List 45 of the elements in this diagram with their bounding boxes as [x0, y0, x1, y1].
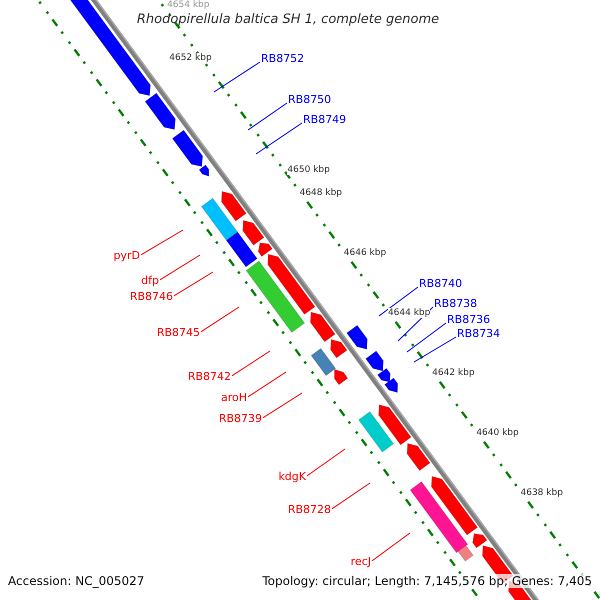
scale-label: 4648 kbp: [300, 188, 342, 198]
scale-label: 4644 kbp: [388, 308, 430, 318]
gene-label: RB8742: [188, 370, 231, 383]
gene-label: RB8740: [419, 277, 462, 290]
leader-line: [406, 322, 446, 352]
leader-line: [248, 102, 288, 130]
gene-label: recJ: [350, 555, 371, 568]
leader-line: [160, 254, 200, 280]
leader-line: [378, 286, 418, 316]
gene-label: RB8752: [261, 52, 304, 65]
gene-label: RB8728: [288, 503, 331, 516]
scale-label: 4638 kbp: [520, 488, 563, 498]
accession-note: Accession: NC_005027: [8, 574, 144, 588]
genome-summary: Topology: circular; Length: 7,145,576 bp; Genes: 7,405: [262, 574, 592, 588]
scale-label: 4652 kbp: [169, 53, 212, 64]
leader-line: [214, 62, 260, 92]
gene-label: RB8750: [288, 93, 332, 106]
scale-label: 4654 kbp: [167, 0, 210, 10]
scale-label: 4650 kbp: [287, 165, 330, 176]
gene-label: RB8738: [434, 297, 478, 310]
leader-line: [332, 482, 370, 510]
leader-line: [306, 448, 346, 476]
leader-line: [414, 336, 456, 362]
leader-line: [372, 532, 410, 562]
leader-line: [200, 306, 240, 332]
gene-label: RB8736: [447, 313, 490, 326]
scale-label: 4642 kbp: [432, 368, 475, 378]
gene-label: RB8749: [303, 113, 346, 126]
gene-label: dfp: [141, 274, 159, 287]
gene-label: RB8739: [218, 412, 262, 425]
gene-label: RB8734: [457, 327, 500, 340]
gene-label: RB8745: [156, 326, 200, 339]
leader-line: [174, 272, 214, 296]
leader-line: [256, 122, 302, 154]
leader-line: [232, 350, 270, 376]
leader-line: [262, 392, 302, 418]
gene-label: RB8746: [130, 290, 173, 303]
scale-label: 4640 kbp: [476, 428, 519, 438]
gene-label: kdgK: [278, 470, 306, 483]
gene-label: pyrD: [114, 249, 140, 262]
leader-line: [140, 230, 184, 256]
leader-line: [248, 372, 286, 398]
scale-label: 4646 kbp: [344, 248, 386, 258]
map-title: Rhodopirellula baltica SH 1, complete genome: [136, 12, 440, 27]
gene-label: aroH: [220, 391, 247, 404]
